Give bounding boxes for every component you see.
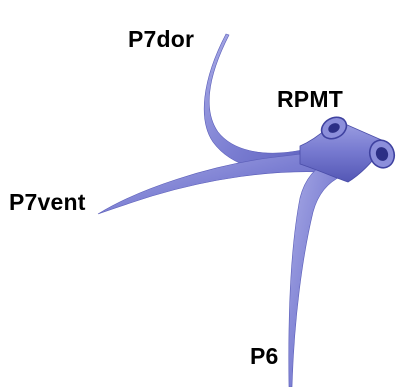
p6-branch [289,160,342,387]
label-p7dor: P7dor [128,28,194,51]
label-rpmt: RPMT [277,88,343,111]
p7vent-branch [98,152,322,214]
label-p6: P6 [250,345,279,368]
label-p7vent: P7vent [9,191,86,214]
